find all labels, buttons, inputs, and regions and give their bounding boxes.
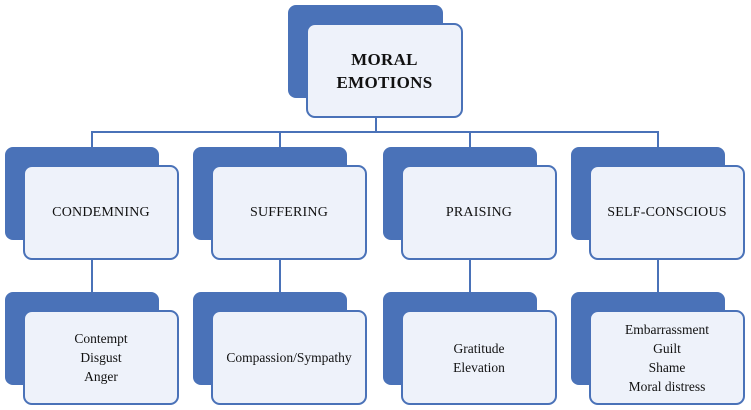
- connector-suffering-drop: [279, 131, 281, 147]
- connector-root-stem: [375, 118, 377, 133]
- emotion-contempt: Contempt: [74, 331, 128, 346]
- root-node-box: MORAL EMOTIONS: [306, 23, 463, 118]
- connector-self-conscious-emotions: [657, 259, 659, 292]
- emotions-suffering-box: Compassion/Sympathy: [211, 310, 367, 405]
- emotion-embarrassment: Embarrassment: [625, 321, 709, 337]
- connector-horizontal-bar: [91, 131, 659, 133]
- connector-praising-emotions: [469, 259, 471, 292]
- emotions-self-conscious-box: Embarrassment Guilt Shame Moral distress: [589, 310, 745, 405]
- emotion-compassion-sympathy: Compassion/Sympathy: [226, 350, 352, 365]
- connector-praising-drop: [469, 131, 471, 147]
- emotions-condemning: Contempt Disgust Anger: [5, 292, 179, 405]
- emotions-praising-box: Gratitude Elevation: [401, 310, 557, 405]
- connector-condemning-drop: [91, 131, 93, 147]
- emotions-suffering: Compassion/Sympathy: [193, 292, 367, 405]
- category-suffering-label: SUFFERING: [249, 204, 329, 220]
- root-title-line-2: EMOTIONS: [336, 72, 433, 92]
- category-praising-box: PRAISING: [401, 165, 557, 260]
- emotion-anger: Anger: [84, 369, 118, 384]
- category-self-conscious: SELF-CONSCIOUS: [571, 147, 745, 260]
- emotion-disgust: Disgust: [80, 350, 122, 365]
- category-praising-label: PRAISING: [445, 204, 513, 220]
- emotion-moral-distress: Moral distress: [628, 378, 706, 394]
- category-condemning: CONDEMNING: [5, 147, 179, 260]
- emotion-gratitude: Gratitude: [453, 340, 505, 356]
- emotions-praising: Gratitude Elevation: [383, 292, 557, 405]
- category-condemning-label: CONDEMNING: [52, 204, 150, 220]
- emotion-guilt: Guilt: [653, 340, 681, 356]
- root-title-line-1: MORAL: [351, 49, 418, 69]
- connector-suffering-emotions: [279, 259, 281, 292]
- emotions-self-conscious: Embarrassment Guilt Shame Moral distress: [571, 292, 745, 405]
- category-suffering: SUFFERING: [193, 147, 367, 260]
- category-praising: PRAISING: [383, 147, 557, 260]
- emotion-elevation: Elevation: [453, 359, 505, 375]
- category-condemning-box: CONDEMNING: [23, 165, 179, 260]
- connector-condemning-emotions: [91, 259, 93, 292]
- root-node: MORAL EMOTIONS: [288, 5, 463, 118]
- connector-self-conscious-drop: [657, 131, 659, 147]
- category-suffering-box: SUFFERING: [211, 165, 367, 260]
- category-self-conscious-box: SELF-CONSCIOUS: [589, 165, 745, 260]
- category-self-conscious-label: SELF-CONSCIOUS: [607, 204, 727, 220]
- emotions-condemning-box: Contempt Disgust Anger: [23, 310, 179, 405]
- emotion-shame: Shame: [648, 359, 686, 375]
